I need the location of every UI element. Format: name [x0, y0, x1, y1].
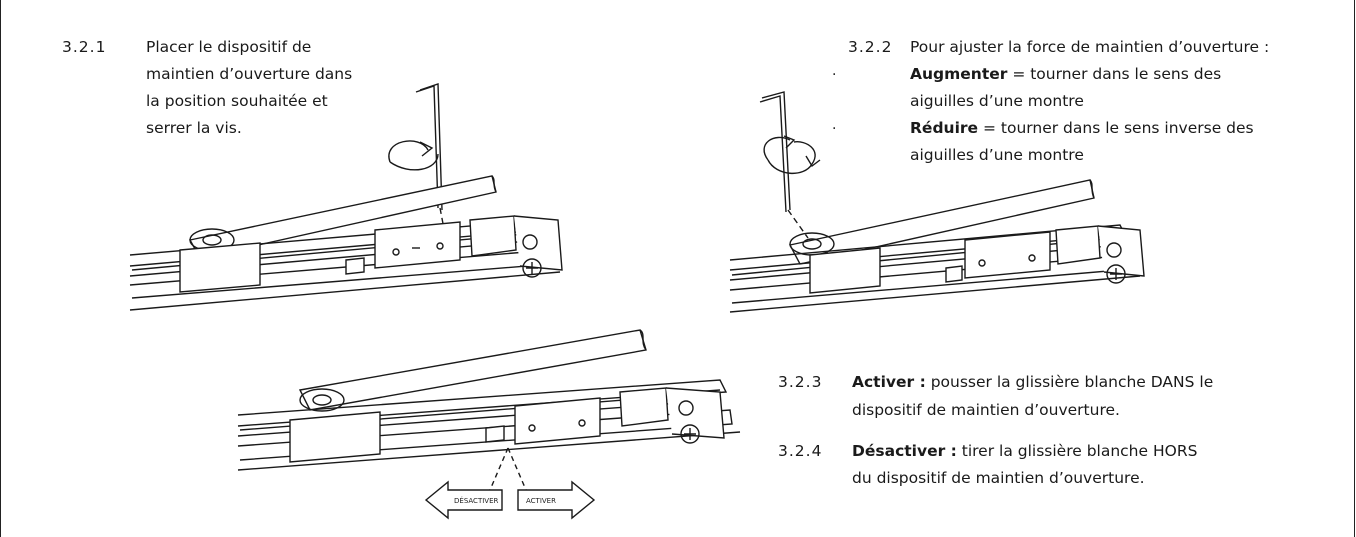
deactivate-line: Désactiver : tirer la glissière blanche …: [852, 438, 1197, 465]
page-frame-left: [0, 0, 1, 537]
decrease-line: Réduire = tourner dans le sens inverse d…: [910, 115, 1254, 142]
deactivate-text: tirer la glissière blanche HORS: [956, 442, 1198, 460]
step-3-2-1-line: Placer le dispositif de: [146, 38, 312, 56]
deactivate-arrow-label: DÉSACTIVER: [454, 496, 498, 505]
decrease-label: Réduire: [910, 119, 979, 137]
activate-text: pousser la glissière blanche DANS le: [925, 373, 1214, 391]
deactivate-label: Désactiver :: [852, 442, 957, 460]
step-3-2-3-number: 3.2.3: [778, 373, 823, 391]
illustration-adjust-force: [729, 91, 1145, 313]
step-3-2-2-number: 3.2.2: [848, 38, 893, 56]
step-3-2-1-line: la position souhaitée et: [146, 92, 328, 110]
decrease-line-2: aiguilles d’une montre: [910, 146, 1084, 164]
increase-line: Augmenter = tourner dans le sens des: [910, 61, 1221, 88]
step-3-2-1-line: maintien d’ouverture dans: [146, 65, 353, 83]
increase-line-2: aiguilles d’une montre: [910, 92, 1084, 110]
step-3-2-1-number: 3.2.1: [62, 38, 107, 56]
step-3-2-2-heading: Pour ajuster la force de maintien d’ouve…: [910, 38, 1270, 56]
bullet-decrease: ·: [832, 121, 837, 137]
increase-label: Augmenter: [910, 65, 1008, 83]
decrease-text: = tourner dans le sens inverse des: [978, 119, 1254, 137]
step-3-2-4-number: 3.2.4: [778, 442, 823, 460]
activate-line-2: dispositif de maintien d’ouverture.: [852, 401, 1120, 419]
illustration-tighten-screw: [129, 83, 563, 311]
increase-text: = tourner dans le sens des: [1007, 65, 1222, 83]
illustration-activate-deactivate: DÉSACTIVER ACTIVER: [237, 329, 741, 520]
activate-arrow-label: ACTIVER: [526, 497, 556, 505]
activate-line: Activer : pousser la glissière blanche D…: [852, 369, 1213, 396]
bullet-increase: ·: [832, 67, 837, 83]
deactivate-line-2: du dispositif de maintien d’ouverture.: [852, 469, 1145, 487]
activate-label: Activer :: [852, 373, 926, 391]
page-frame-right: [1354, 0, 1355, 537]
step-3-2-1-line: serrer la vis.: [146, 119, 242, 137]
